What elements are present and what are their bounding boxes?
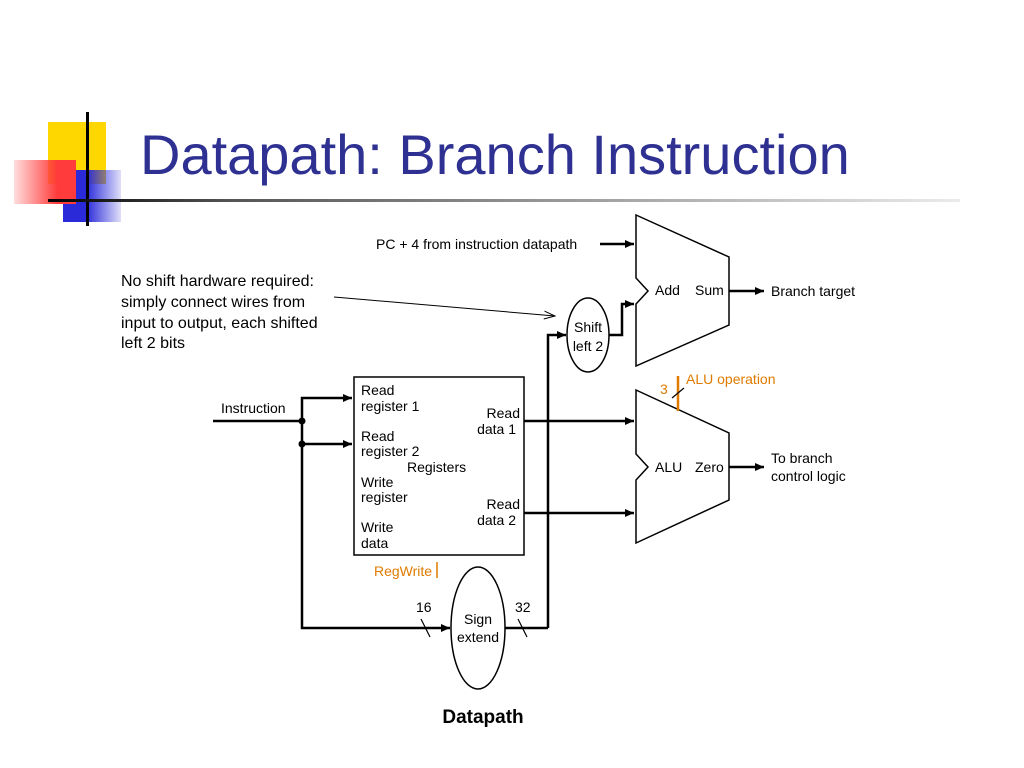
shift-label-1: Shift bbox=[574, 319, 602, 335]
branch-target-label: Branch target bbox=[771, 283, 855, 299]
bit-width-tick bbox=[517, 618, 528, 638]
note-line-2: simply connect wires from bbox=[121, 294, 305, 311]
sum-label: Sum bbox=[695, 282, 724, 298]
alu-label: ALU bbox=[655, 459, 682, 475]
note-line-3: input to output, each shifted bbox=[121, 315, 318, 332]
sign-label-2: extend bbox=[457, 629, 499, 645]
read-reg2-label-a: Read bbox=[361, 428, 394, 444]
read-reg1-label-a: Read bbox=[361, 382, 394, 398]
read-reg2-label-b: register 2 bbox=[361, 443, 420, 459]
to-branch-label-2: control logic bbox=[771, 468, 846, 484]
adder-unit bbox=[635, 213, 730, 368]
deco-horizontal-line bbox=[48, 199, 960, 202]
read-reg1-label-b: register 1 bbox=[361, 398, 420, 414]
write-data-label-b: data bbox=[361, 535, 388, 551]
note-line-1: No shift hardware required: bbox=[121, 273, 314, 290]
to-branch-label-1: To branch bbox=[771, 450, 832, 466]
write-reg-label-a: Write bbox=[361, 474, 394, 490]
note-line-4: left 2 bits bbox=[121, 335, 185, 352]
sign-label-1: Sign bbox=[464, 611, 492, 627]
regwrite-label: RegWrite bbox=[374, 563, 432, 579]
bits16-label: 16 bbox=[416, 599, 432, 615]
sign-extend-unit bbox=[450, 566, 506, 690]
annotation-arrow bbox=[333, 296, 555, 316]
bit-width-tick bbox=[420, 618, 431, 638]
datapath-caption: Datapath bbox=[442, 707, 523, 728]
bits32-label: 32 bbox=[515, 599, 531, 615]
read-data2-label-a: Read bbox=[487, 496, 520, 512]
junction-dot bbox=[298, 417, 306, 425]
read-data2-label-b: data 2 bbox=[477, 512, 516, 528]
alu-operation-label: ALU operation bbox=[686, 371, 776, 387]
wires bbox=[213, 240, 764, 632]
shift-label-2: left 2 bbox=[573, 338, 604, 354]
zero-label: Zero bbox=[695, 459, 724, 475]
write-data-label-a: Write bbox=[361, 519, 394, 535]
shift-left-2-unit bbox=[566, 297, 610, 373]
junction-dot bbox=[298, 440, 306, 448]
register-file bbox=[353, 376, 525, 556]
read-data1-label-a: Read bbox=[487, 405, 520, 421]
deco-red-square bbox=[14, 160, 76, 204]
instruction-label: Instruction bbox=[221, 400, 286, 416]
registers-label: Registers bbox=[407, 459, 466, 475]
read-data1-label-b: data 1 bbox=[477, 421, 516, 437]
alu-unit bbox=[635, 388, 730, 545]
slide-title: Datapath: Branch Instruction bbox=[140, 123, 850, 186]
write-reg-label-b: register bbox=[361, 489, 408, 505]
pc4-label: PC + 4 from instruction datapath bbox=[376, 236, 577, 252]
add-label: Add bbox=[655, 282, 680, 298]
bit-width-tick bbox=[671, 387, 685, 399]
alu-bits-label: 3 bbox=[660, 381, 668, 397]
deco-vertical-line bbox=[86, 112, 89, 226]
